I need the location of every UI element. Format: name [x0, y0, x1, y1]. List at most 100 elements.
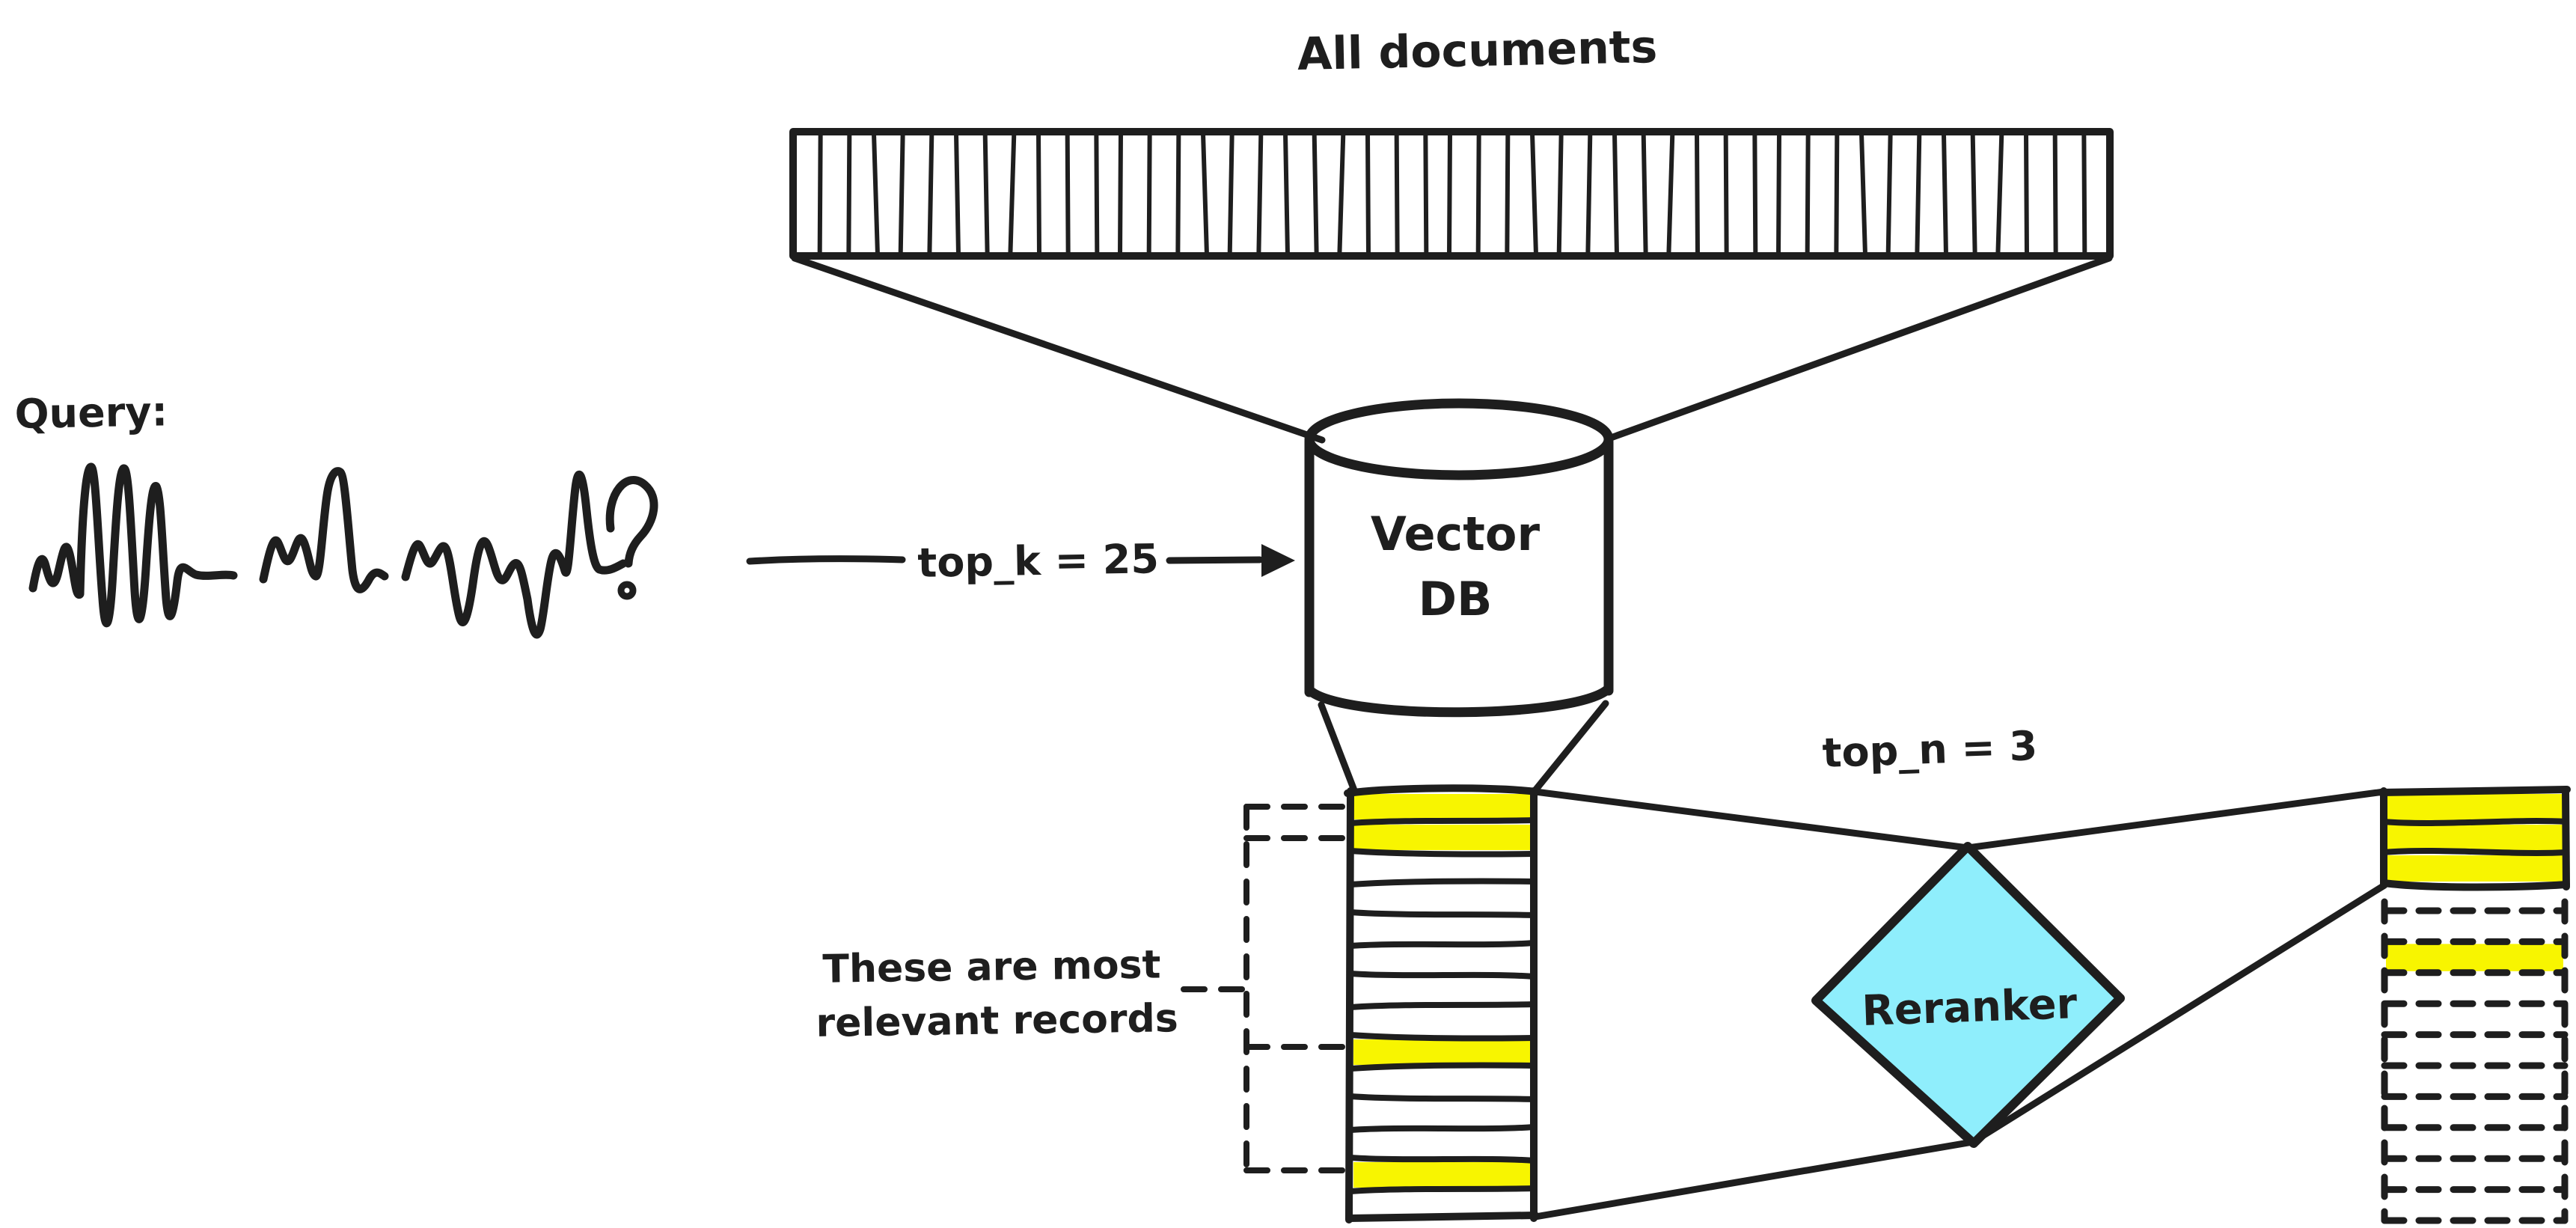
document-stripe — [1096, 133, 1097, 255]
document-stripe — [1778, 133, 1779, 255]
document-stripe — [1559, 133, 1561, 255]
cylinder-bottom-arc — [1309, 688, 1609, 712]
document-stripe — [848, 133, 849, 255]
highlighted-record-row — [1353, 794, 1531, 819]
funnel-right-line — [1611, 258, 2109, 438]
all-documents-title: All documents — [1297, 21, 1658, 81]
highlighted-record-row — [1353, 1162, 1531, 1188]
cylinder-top-ellipse — [1309, 403, 1609, 475]
record-row-divider — [1350, 1065, 1534, 1069]
record-row-divider — [1350, 1035, 1534, 1039]
document-stripe — [1425, 133, 1426, 255]
document-stripe — [1038, 133, 1039, 255]
document-stripe — [1397, 133, 1398, 255]
record-row-divider — [1350, 974, 1534, 977]
funnel-left-line — [795, 258, 1322, 440]
topk-arrow-line-left — [750, 559, 902, 561]
document-stripe — [956, 133, 958, 255]
document-stripe — [1120, 133, 1121, 255]
document-stripe — [1754, 133, 1755, 255]
document-stripe — [1339, 133, 1343, 255]
db-funnel-left-line — [1321, 705, 1354, 790]
retrieved-column-left-edge — [1349, 791, 1350, 1220]
record-row-divider — [1350, 881, 1534, 885]
vector-db-cylinder: Vector DB — [1309, 403, 1609, 712]
document-stripe — [1532, 133, 1536, 255]
annotation-line2: relevant records — [816, 996, 1178, 1046]
record-row-divider — [1350, 820, 1534, 823]
reranker-to-output-top-line — [1968, 792, 2384, 848]
document-stripe — [1258, 133, 1261, 255]
document-stripe — [2055, 133, 2056, 255]
query-label: Query: — [14, 388, 168, 438]
document-stripe — [1588, 133, 1590, 255]
reranked-top-row — [2386, 794, 2564, 820]
document-stripe — [1668, 133, 1672, 255]
document-stripe — [1615, 133, 1617, 255]
topk-arrow-group: top_k = 25 — [750, 535, 1295, 587]
document-stripe — [1697, 133, 1698, 255]
document-stripe — [1203, 133, 1207, 255]
document-stripe — [985, 133, 988, 255]
query-scribble-word1 — [33, 467, 233, 623]
dashed-highlighted-row — [2386, 944, 2563, 971]
document-stripe — [929, 133, 931, 255]
records-to-reranker-bottom-line — [1535, 1142, 1973, 1217]
retrieved-records-rows — [1350, 794, 1534, 1191]
document-stripe — [820, 133, 821, 255]
record-row-divider — [1350, 1158, 1534, 1161]
document-stripe — [901, 133, 903, 255]
query-scribble-word3 — [406, 474, 623, 635]
highlighted-record-row — [1353, 825, 1531, 850]
document-stripe — [874, 133, 878, 255]
document-stripe — [1449, 133, 1450, 255]
document-stripe — [1230, 133, 1232, 255]
document-stripe — [1998, 133, 2001, 255]
arrowhead-icon — [1261, 544, 1295, 577]
record-row-divider — [1350, 1127, 1534, 1130]
reranker-label: Reranker — [1861, 980, 2078, 1036]
vector-db-label-line1: Vector — [1371, 507, 1541, 561]
output-top-edge — [2381, 789, 2567, 792]
topn-label: top_n = 3 — [1822, 722, 2038, 777]
record-row-divider — [1350, 851, 1534, 855]
topk-label: top_k = 25 — [917, 535, 1160, 587]
relevant-records-annotation: These are most relevant records — [815, 942, 1178, 1046]
retrieved-column-bottom-edge — [1349, 1215, 1535, 1218]
document-stripe — [1478, 133, 1479, 255]
document-stripe — [1149, 133, 1150, 255]
reranked-row-divider — [2384, 851, 2566, 853]
reranked-row-divider — [2384, 821, 2566, 823]
document-stripe — [1944, 133, 1946, 255]
documents-bar — [793, 132, 2110, 256]
reranker-node: Reranker — [1816, 846, 2120, 1143]
relevant-rows-bracket — [1184, 807, 1347, 1170]
document-stripe — [1507, 133, 1508, 255]
highlighted-record-row — [1353, 1039, 1531, 1065]
document-stripe — [1315, 133, 1317, 255]
record-row-divider — [1350, 1188, 1534, 1191]
question-mark-dot — [621, 584, 633, 596]
reranked-dashed-rows — [2384, 902, 2565, 1221]
document-stripe — [1973, 133, 1975, 255]
record-row-divider — [1350, 1004, 1534, 1007]
retrieved-records-column — [1347, 788, 1537, 1220]
document-stripe — [2026, 133, 2027, 255]
document-stripe — [1285, 133, 1288, 255]
record-row-divider — [1350, 1096, 1534, 1099]
reranked-top-row — [2386, 825, 2564, 851]
document-stripe — [1644, 133, 1646, 255]
output-solid-bottom-edge — [2384, 883, 2566, 888]
document-stripe — [1917, 133, 1919, 255]
question-mark-icon — [610, 480, 654, 563]
documents-bar-stripes — [820, 133, 2085, 255]
record-row-divider — [1350, 943, 1534, 946]
document-stripe — [1010, 133, 1014, 255]
reranked-solid-rows — [2384, 794, 2566, 882]
db-funnel-right-line — [1535, 703, 1606, 790]
records-to-reranker-top-line — [1535, 792, 1968, 848]
record-row-divider — [1350, 912, 1534, 915]
query-scribble-word2 — [263, 471, 385, 590]
document-stripe — [1726, 133, 1727, 255]
